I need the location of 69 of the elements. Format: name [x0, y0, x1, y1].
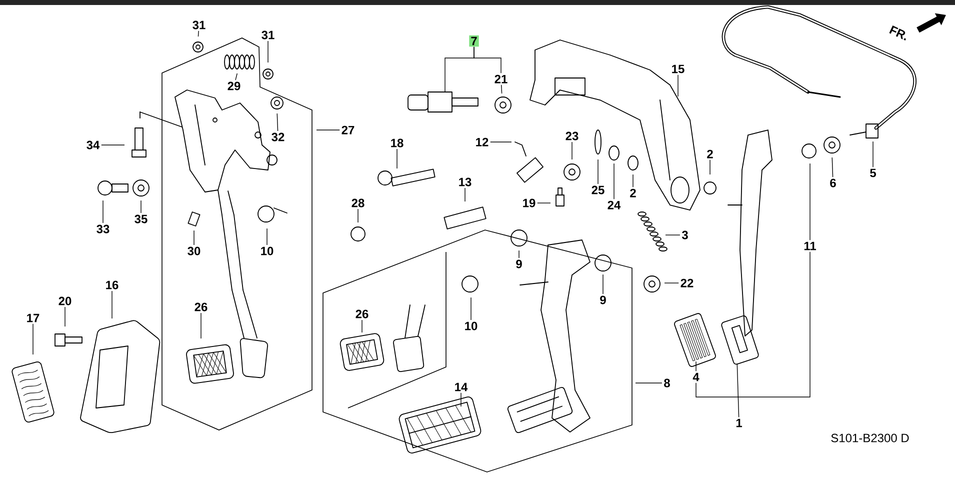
leader-line: [632, 174, 634, 188]
leader-line: [396, 148, 398, 169]
callout-number: 15: [672, 64, 684, 74]
callout-number: 5: [870, 168, 876, 178]
leader-line: [276, 113, 278, 132]
callout-number: 1: [736, 418, 742, 428]
callout-number: 8: [664, 378, 670, 388]
callout-number: 31: [192, 20, 206, 30]
callout-number: 33: [96, 224, 110, 234]
leader-line: [696, 251, 810, 398]
callout-number: 34: [86, 140, 100, 150]
callout-number: 9: [516, 260, 522, 268]
leader-line: [736, 363, 740, 418]
leader-line: [140, 200, 142, 214]
leader-line: [102, 200, 104, 224]
leader-line: [32, 323, 34, 355]
callout-number: 30: [188, 246, 200, 256]
leader-line: [518, 250, 520, 258]
callout-number: 19: [523, 198, 536, 208]
callout-number: 25: [592, 186, 604, 194]
callout-number: 10: [465, 322, 478, 330]
leader-line: [664, 282, 679, 284]
callout-number: 21: [494, 74, 508, 84]
leader-line: [460, 392, 462, 407]
leader-line: [64, 306, 66, 327]
leader-line: [470, 297, 472, 320]
callout-number: 3: [682, 230, 688, 240]
leader-line: [832, 157, 834, 178]
callout-number: 12: [476, 138, 488, 146]
callout-number: 26: [356, 310, 368, 318]
callout-number: 11: [804, 242, 816, 250]
leader-line: [198, 30, 199, 37]
callout-number: 35: [134, 214, 148, 224]
callout-number: 7: [469, 35, 479, 47]
callout-number: 27: [342, 126, 354, 134]
callout-number: 32: [272, 132, 284, 142]
callout-number: 14: [455, 382, 468, 392]
drawing-code: S101-B2300 D: [831, 434, 909, 442]
callout-number: 23: [566, 132, 578, 140]
callout-number: 31: [262, 30, 274, 40]
callout-number: 24: [608, 200, 621, 210]
callout-number: 22: [680, 278, 694, 288]
callout-number: 16: [106, 280, 118, 290]
callout-number: 10: [261, 246, 274, 256]
callout-number: 9: [600, 296, 606, 304]
callout-number: 20: [58, 296, 72, 306]
leader-line: [665, 234, 680, 236]
leader-line: [200, 312, 202, 339]
callout-number: 13: [459, 178, 472, 186]
direction-label: FR.: [889, 26, 906, 40]
callout-number: 29: [228, 82, 240, 90]
callout-number: 2: [630, 188, 636, 198]
callout-number: 4: [692, 372, 700, 382]
callout-number: 2: [707, 150, 713, 158]
leader-line: [266, 228, 268, 246]
leader-line: [101, 144, 125, 146]
leader-line: [635, 382, 662, 384]
leader-line: [602, 274, 604, 294]
leader-line: [464, 188, 466, 202]
leader-line: [474, 46, 502, 74]
leader-line: [537, 202, 551, 204]
callout-number: 17: [27, 314, 40, 322]
leader-line: [235, 73, 238, 80]
leader-line: [500, 84, 502, 94]
callout-number: 26: [194, 302, 208, 312]
callout-number: 6: [830, 178, 836, 188]
leader-line: [872, 141, 874, 168]
callout-number: 28: [352, 198, 364, 208]
callout-number: 18: [391, 138, 404, 148]
